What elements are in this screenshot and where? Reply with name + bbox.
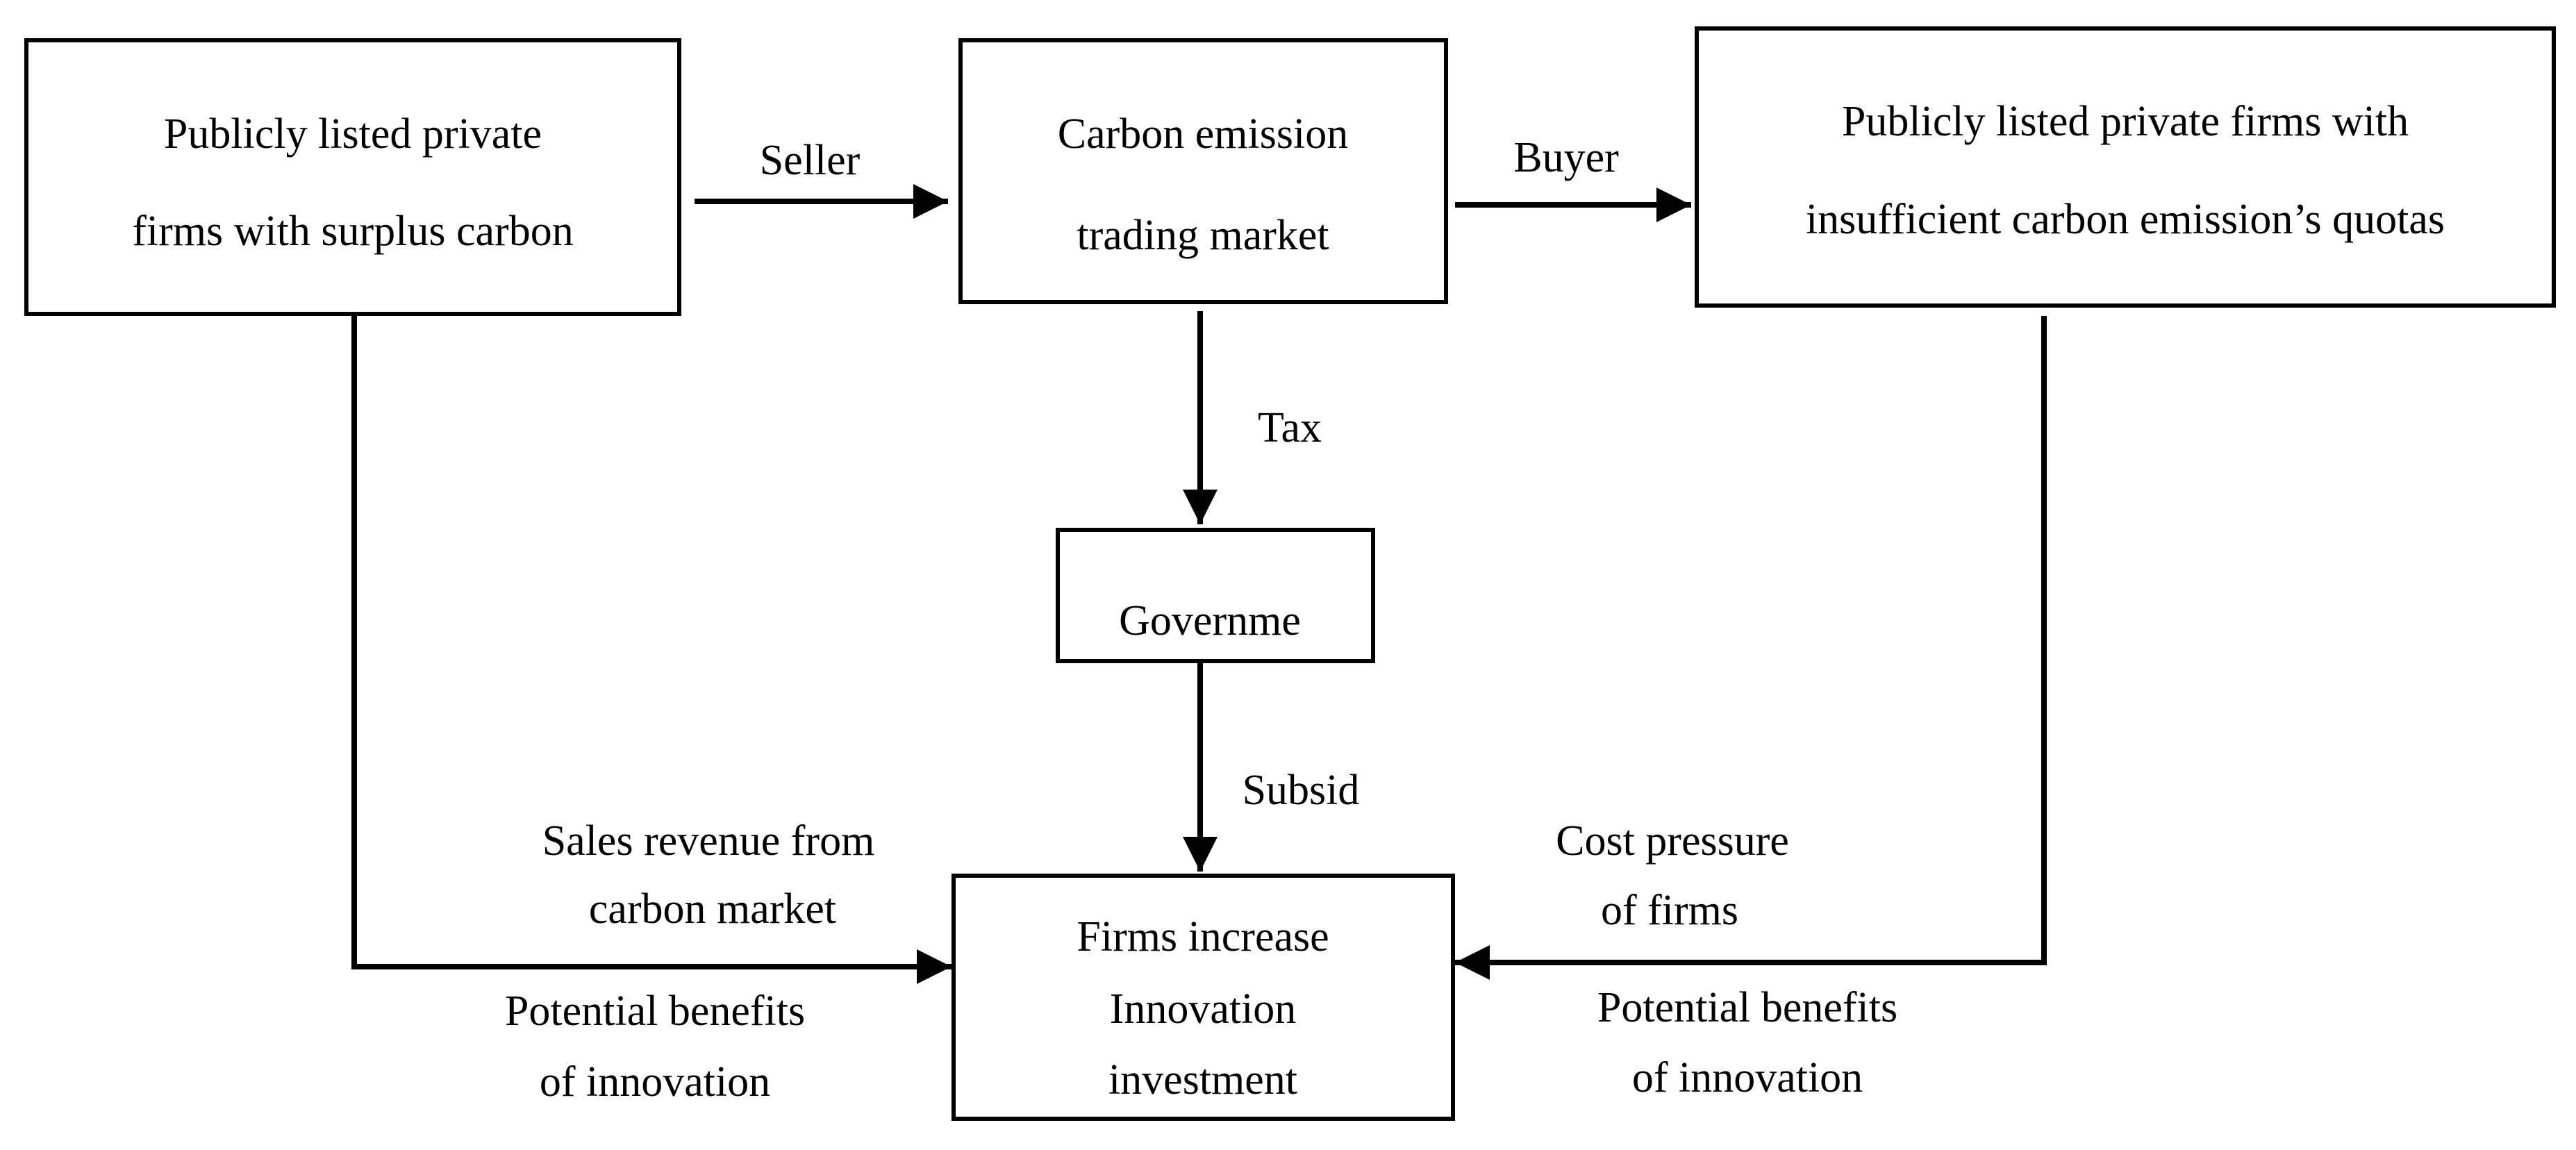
surplus-firms-label-1: Publicly listed private [163,110,542,158]
left-benefits-label-1: Potential benefits [504,988,806,1035]
left-benefits-label-2: of innovation [539,1058,771,1106]
sales-revenue-label-1: Sales revenue from [542,817,875,865]
innovation-label-1: Firms increase [1077,913,1329,960]
innovation-box [952,874,1455,1121]
right-benefits-label-1: Potential benefits [1597,984,1898,1031]
cost-pressure-label-1: Cost pressure [1556,817,1789,865]
carbon-market-label-2: trading market [1077,212,1329,259]
innovation-label-2: Innovation [1109,985,1297,1033]
government-label: Governme [1119,597,1301,644]
right-benefits-label-2: of innovation [1631,1054,1863,1101]
sales-revenue-label-2: carbon market [588,885,837,933]
left-benefit-arrow [351,316,952,984]
surplus-firms-label-2: firms with surplus carbon [132,208,574,255]
surplus-firms-box [24,38,681,316]
carbon-market-box [958,38,1448,304]
seller-label: Seller [759,137,861,184]
right-pressure-arrow [1455,316,2047,980]
insufficient-firms-label-2: insufficient carbon emission’s quotas [1805,196,2445,243]
government-box [1056,528,1375,663]
insufficient-firms-box [1695,26,2556,308]
subsidy-label: Subsid [1242,767,1360,814]
carbon-market-label-1: Carbon emission [1057,110,1349,158]
insufficient-firms-label-1: Publicly listed private firms with [1841,98,2409,145]
cost-pressure-label-2: of firms [1600,887,1739,934]
tax-label: Tax [1257,404,1322,451]
buyer-label: Buyer [1513,134,1619,181]
innovation-label-3: investment [1108,1056,1298,1103]
